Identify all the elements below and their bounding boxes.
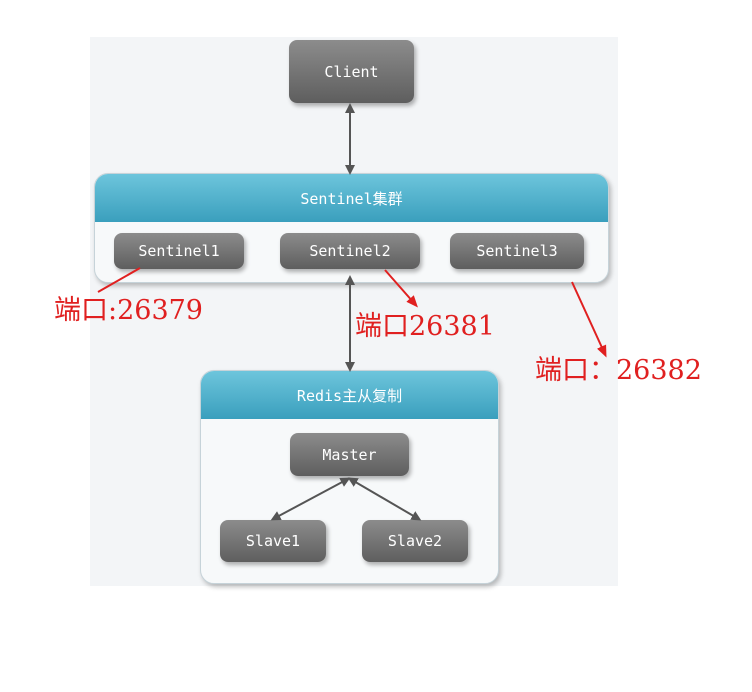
master-node: Master xyxy=(290,433,409,476)
sentinel3-node: Sentinel3 xyxy=(450,233,584,269)
annotation-port-26379: 端口:26379 xyxy=(54,295,203,326)
master-slave1-connector xyxy=(270,477,351,521)
slave2-node: Slave2 xyxy=(362,520,468,562)
slave1-label: Slave1 xyxy=(245,532,301,550)
annotation-port-26382: 端口：26382 xyxy=(535,355,702,386)
sentinel2-node: Sentinel2 xyxy=(280,233,420,269)
sentinel3-label: Sentinel3 xyxy=(476,242,558,260)
master-label: Master xyxy=(322,445,377,464)
client-node: Client xyxy=(289,40,414,103)
sentinel-cluster-title: Sentinel集群 xyxy=(300,189,403,208)
client-label: Client xyxy=(324,62,379,81)
sentinel1-node: Sentinel1 xyxy=(114,233,244,269)
sentinel-cluster-header: Sentinel集群 xyxy=(95,174,608,222)
annotation-port-26381: 端口26381 xyxy=(355,311,495,342)
annotation-arrow-sentinel2 xyxy=(384,269,418,308)
annotation-arrow-sentinel3 xyxy=(571,281,607,358)
sentinel2-label: Sentinel2 xyxy=(309,242,391,260)
slave1-node: Slave1 xyxy=(220,520,326,562)
sentinel1-label: Sentinel1 xyxy=(138,242,220,260)
redis-replication-header: Redis主从复制 xyxy=(201,371,498,419)
slave2-label: Slave2 xyxy=(387,532,443,550)
redis-replication-title: Redis主从复制 xyxy=(296,386,403,405)
annotation-arrow-sentinel1 xyxy=(97,267,141,293)
master-slave2-connector xyxy=(347,477,422,521)
